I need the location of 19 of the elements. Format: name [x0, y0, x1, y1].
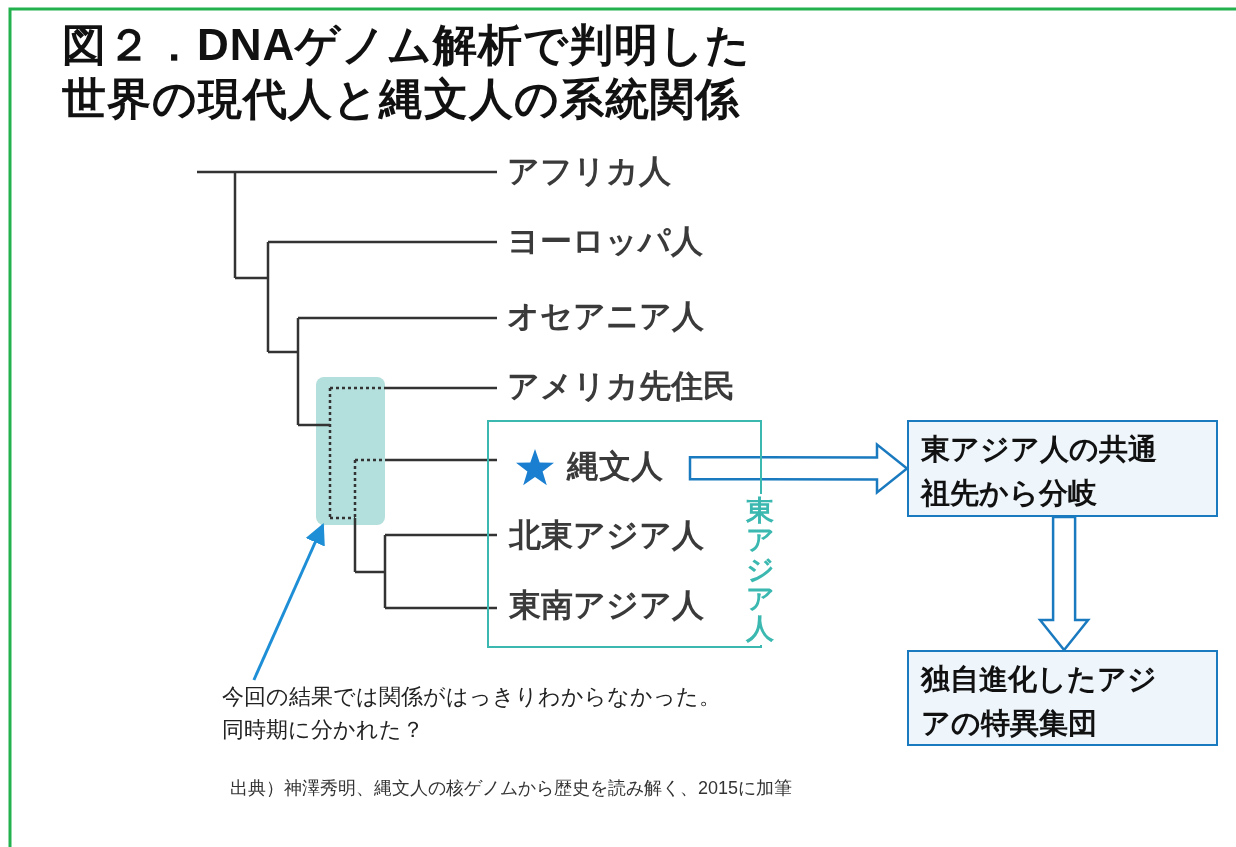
- group-label: 東アジア人: [745, 494, 775, 645]
- taxon-label: 東南アジア人: [509, 586, 739, 628]
- note-text: 今回の結果では関係がはっきりわからなかった。同時期に分かれた？: [222, 680, 732, 750]
- taxon-label: アメリカ先住民: [507, 367, 767, 409]
- arrow: [252, 523, 325, 681]
- taxon-label: 北東アジア人: [509, 516, 739, 558]
- taxon-label: アフリカ人: [507, 152, 707, 194]
- box-text: 独自進化したアジアの特異集団: [921, 663, 1157, 739]
- block-arrow: [1037, 515, 1091, 652]
- box-text: 東アジア人の共通祖先から分岐: [921, 433, 1157, 509]
- block-arrow: [688, 441, 909, 496]
- caption: 出典）神澤秀明、縄文人の核ゲノムから歴史を読み解く、2015に加筆: [230, 777, 794, 800]
- taxon-label: オセアニア人: [507, 297, 727, 339]
- text-box: [907, 650, 1218, 746]
- taxon-label: ヨーロッパ人: [507, 222, 727, 264]
- title: 図２．DNAゲノム解析で判明した世界の現代人と縄文人の系統関係: [62, 19, 753, 125]
- text-box: [907, 420, 1218, 517]
- taxon-label: 縄文人: [567, 447, 663, 486]
- highlight-box: [316, 377, 385, 525]
